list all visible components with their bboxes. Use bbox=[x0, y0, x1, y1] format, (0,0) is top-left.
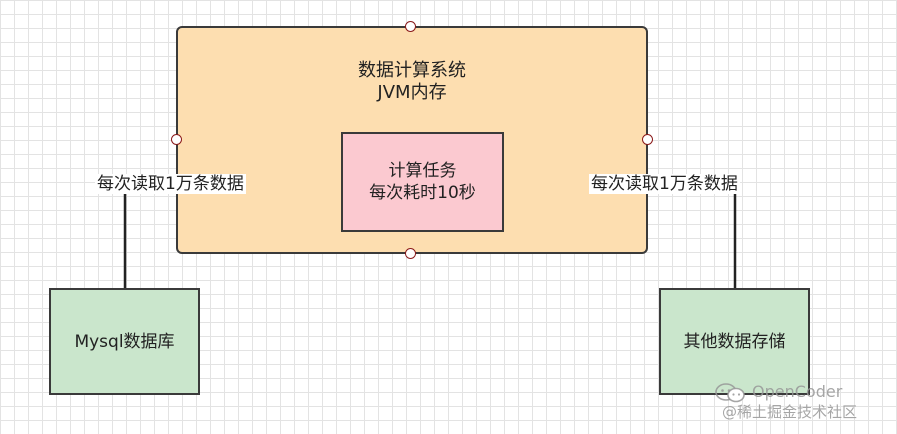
selection-handle-top[interactable] bbox=[405, 21, 416, 32]
other-box-label: 其他数据存储 bbox=[683, 331, 786, 352]
task-box-line1: 计算任务 bbox=[388, 161, 457, 181]
watermark: OpenCoder @稀土掘金技术社区 bbox=[712, 383, 892, 427]
other-storage-box[interactable]: 其他数据存储 bbox=[659, 288, 810, 395]
selection-handle-left[interactable] bbox=[171, 134, 182, 145]
mysql-box-label: Mysql数据库 bbox=[74, 331, 175, 352]
compute-task-box[interactable]: 计算任务 每次耗时10秒 bbox=[341, 132, 504, 232]
edge-label-right: 每次读取1万条数据 bbox=[589, 174, 740, 194]
mysql-database-box[interactable]: Mysql数据库 bbox=[49, 288, 200, 395]
watermark-line1: OpenCoder bbox=[752, 382, 843, 401]
jvm-box-title: 数据计算系统 JVM内存 bbox=[358, 60, 466, 103]
watermark-line2: @稀土掘金技术社区 bbox=[722, 403, 858, 421]
wechat-icon bbox=[715, 383, 745, 403]
edge-label-left: 每次读取1万条数据 bbox=[95, 174, 246, 194]
selection-handle-right[interactable] bbox=[642, 134, 653, 145]
task-box-line2: 每次耗时10秒 bbox=[369, 183, 476, 203]
selection-handle-bottom[interactable] bbox=[405, 248, 416, 259]
